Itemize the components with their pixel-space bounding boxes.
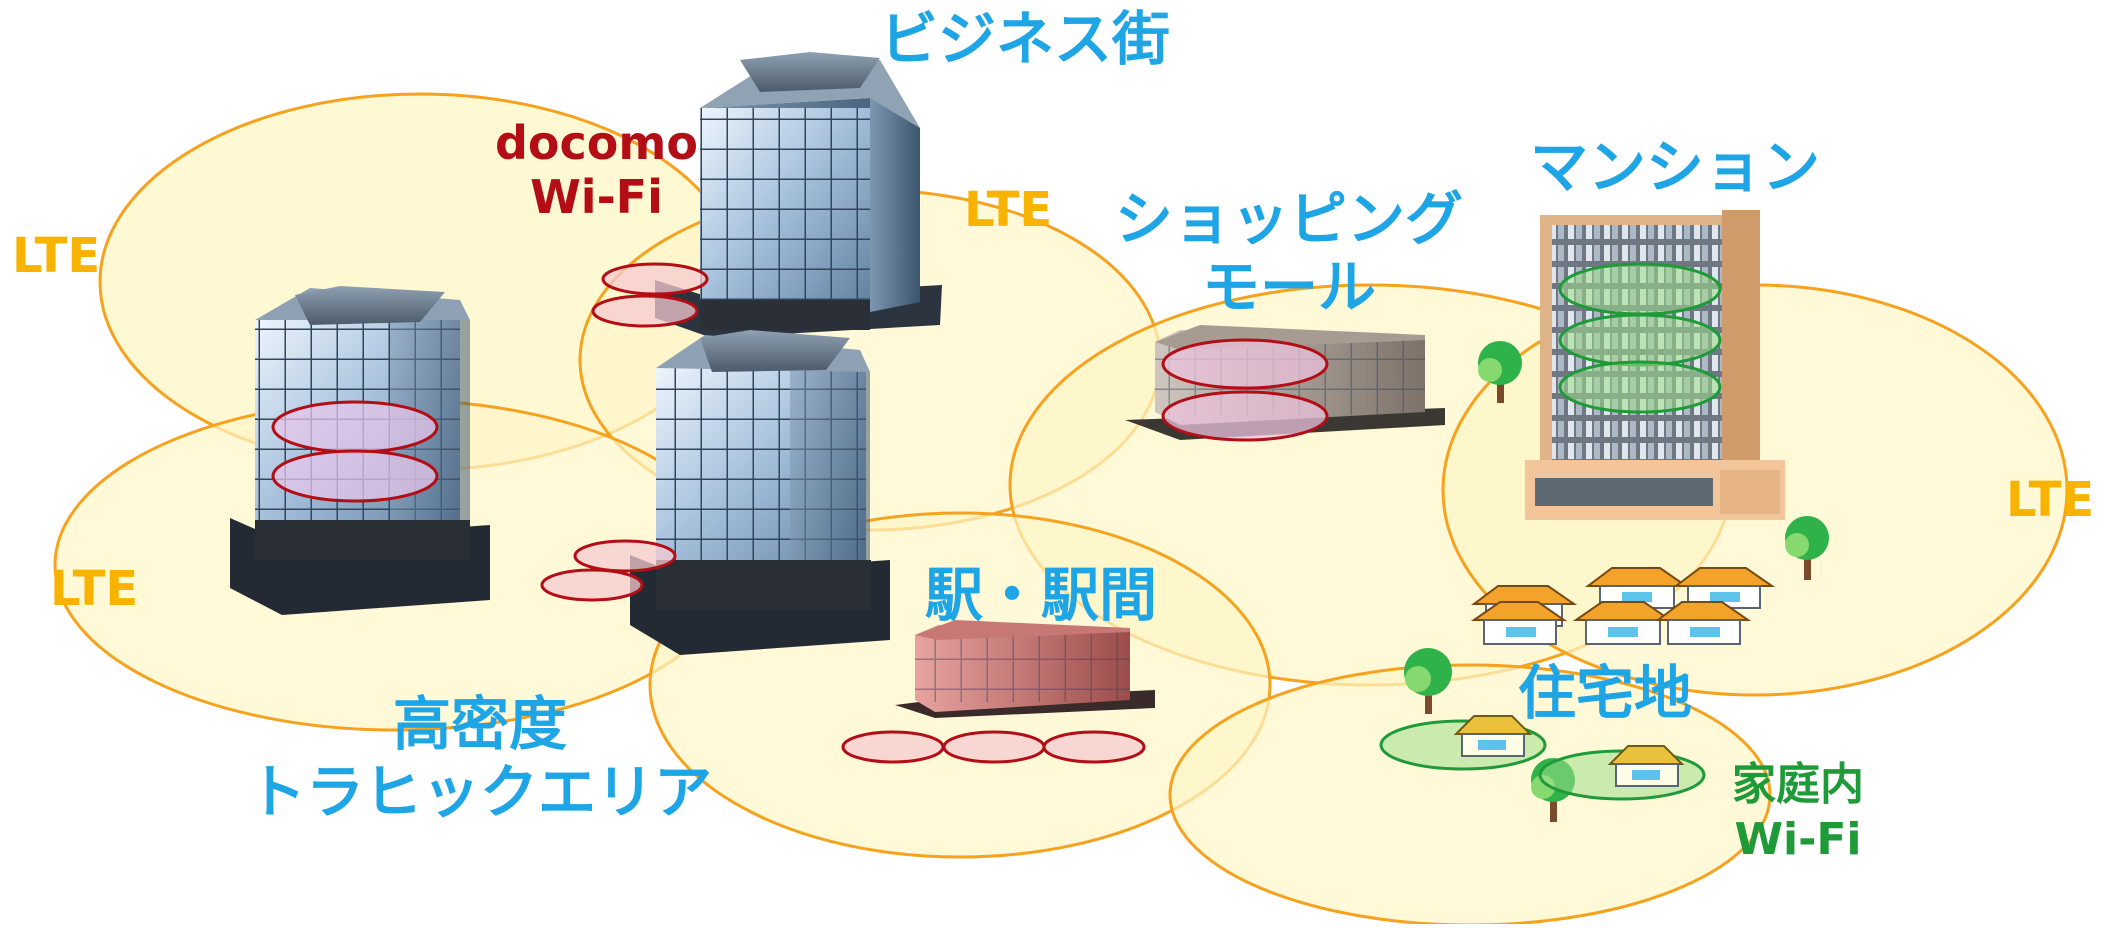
home-wifi-zone — [1558, 313, 1722, 367]
shopping-mall-label-line-1: ショッピング — [1115, 185, 1464, 253]
lte-label-top-left: LTE — [12, 228, 101, 284]
home-wifi-zone — [1558, 262, 1722, 316]
docomo-wifi-zone — [1161, 338, 1329, 390]
house — [1655, 601, 1752, 645]
docomo-wifi-zone — [942, 730, 1046, 764]
station-label: 駅・駅間 — [925, 561, 1158, 629]
lte-label-right: LTE — [2006, 472, 2095, 528]
docomo-wifi-hotspots — [271, 262, 1329, 764]
shopping-mall-label: ショッピング モール — [1115, 185, 1463, 322]
mansion-wifi-zones — [1558, 262, 1722, 414]
docomo-wifi-zone — [540, 568, 644, 602]
home-wifi-label-line-1: 家庭内 — [1732, 759, 1864, 810]
residential-label: 住宅地 — [1518, 659, 1693, 727]
lte-label-center: LTE — [964, 182, 1053, 238]
home-wifi-label-line-2: Wi-Fi — [1734, 814, 1862, 865]
office-building-front — [630, 330, 890, 655]
docomo-wifi-zone — [271, 400, 439, 454]
tree — [1478, 341, 1522, 403]
docomo-wifi-label-line-1: docomo — [495, 116, 698, 170]
tree — [1404, 648, 1452, 714]
home-wifi-label: 家庭内 Wi-Fi — [1732, 757, 1864, 867]
docomo-wifi-zone — [271, 449, 439, 503]
house — [1470, 601, 1568, 645]
mansion-label: マンション — [1530, 133, 1821, 201]
high-density-label: 高密度 トラヒックエリア — [245, 690, 715, 827]
house — [1453, 715, 1533, 757]
office-building-business-district — [655, 52, 942, 338]
house — [1607, 745, 1685, 787]
docomo-wifi-label-line-2: Wi-Fi — [530, 170, 663, 225]
homes-with-wifi — [1379, 715, 1706, 801]
high-density-label-line-2: トラヒックエリア — [247, 758, 712, 827]
house — [1572, 601, 1674, 645]
docomo-wifi-label: docomo Wi-Fi — [495, 116, 698, 225]
lte-label-mid-left: LTE — [50, 561, 139, 617]
docomo-wifi-zone — [601, 262, 709, 296]
docomo-wifi-zone — [573, 539, 677, 573]
home-wifi-zone — [1558, 360, 1722, 414]
tree — [1785, 516, 1829, 580]
docomo-wifi-zone — [841, 730, 945, 764]
docomo-wifi-zone — [1161, 390, 1329, 442]
residential-houses — [1470, 567, 1776, 645]
high-density-label-line-1: 高密度 — [392, 690, 567, 758]
station-building — [895, 620, 1155, 718]
shopping-mall-label-line-2: モール — [1202, 253, 1377, 322]
docomo-wifi-zone — [591, 294, 699, 328]
docomo-wifi-zone — [1042, 730, 1146, 764]
business-district-label: ビジネス街 — [880, 5, 1171, 73]
